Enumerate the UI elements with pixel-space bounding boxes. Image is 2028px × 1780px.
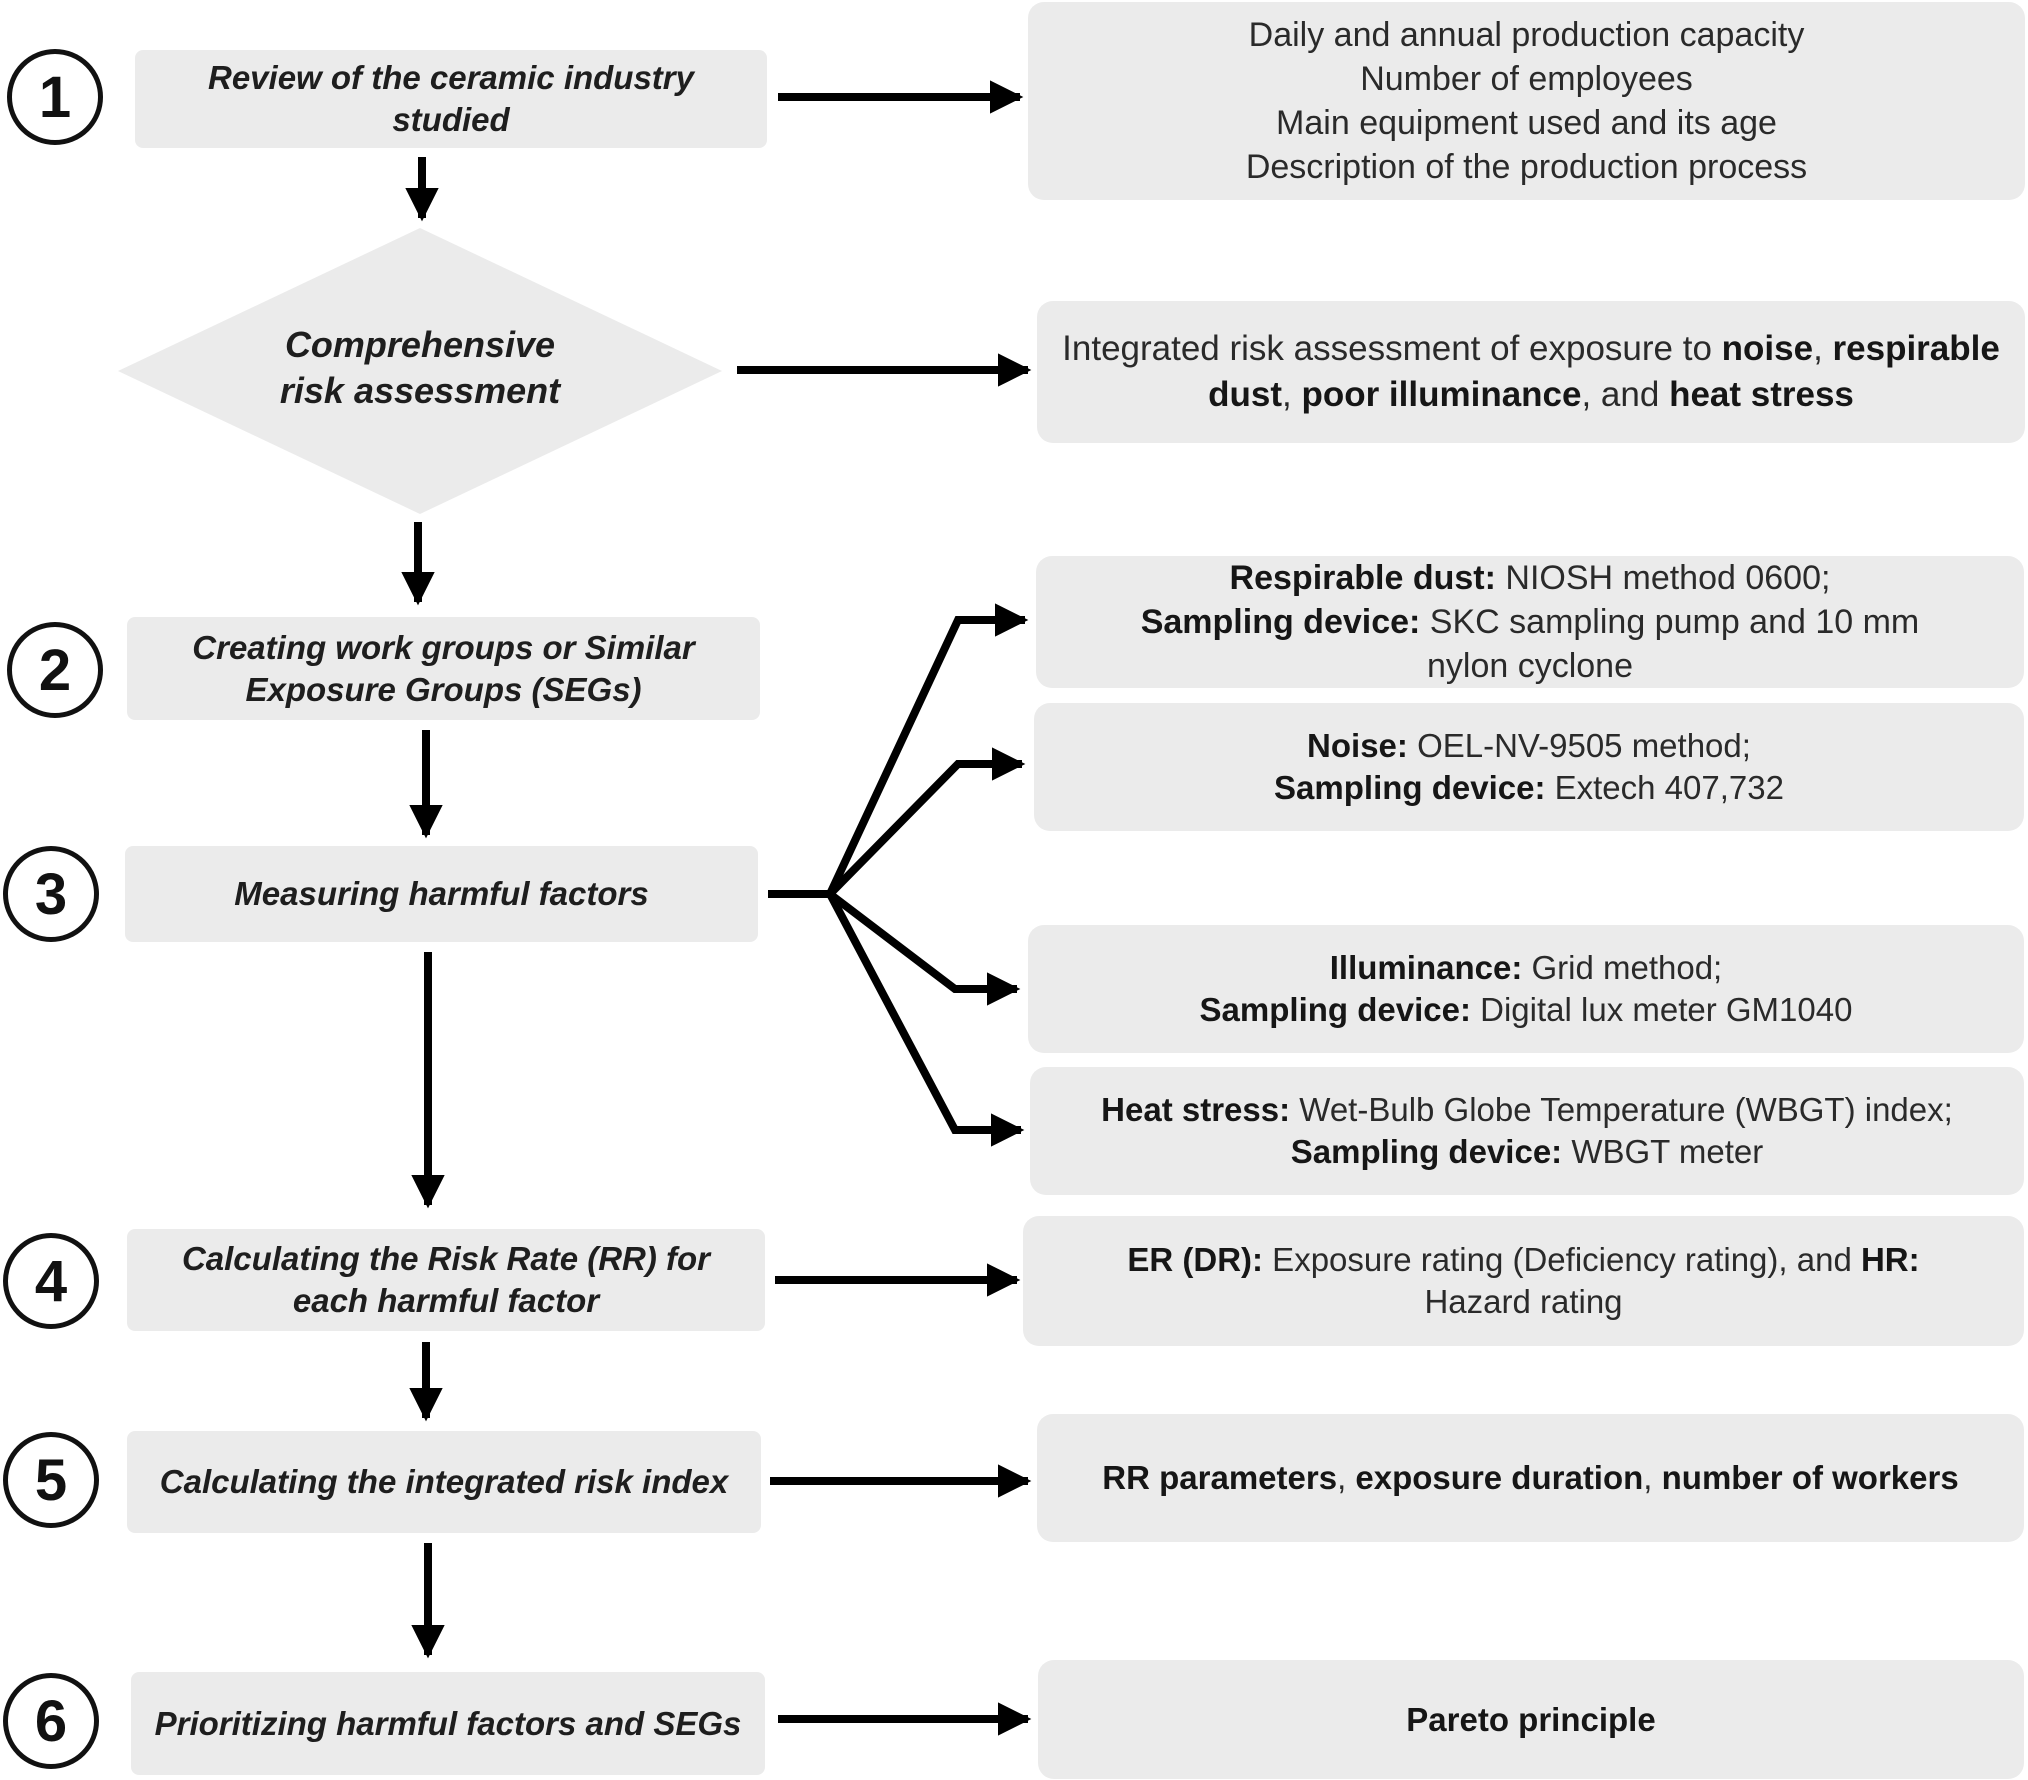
step-3-box: Measuring harmful factors [125,846,758,942]
decision-label-line1: Comprehensive [284,324,556,365]
noise-device-line: Sampling device: Extech 407,732 [1274,767,1784,809]
illuminance-device: Digital lux meter GM1040 [1470,991,1853,1028]
hr-label: HR: [1860,1241,1920,1278]
illuminance-method: Grid method; [1522,949,1723,986]
step-5-label: Calculating the integrated risk index [159,1463,729,1500]
pareto-label: Pareto principle [1406,1700,1656,1738]
noise-label: Noise: [1307,727,1408,764]
step-6-label: Prioritizing harmful factors and SEGs [154,1704,742,1742]
step-4-box: Calculating the Risk Rate (RR) for each … [127,1229,765,1331]
illuminance-device-label: Sampling device: [1199,991,1471,1028]
step-4-label: Calculating the Risk Rate (RR) for each … [181,1240,711,1319]
dust-device: SKC sampling pump and 10 mm [1420,603,1920,641]
hr-text: Hazard rating [1424,1283,1623,1320]
step-6-box: Prioritizing harmful factors and SEGs [131,1672,765,1775]
assessment-illuminance: poor illuminance [1301,375,1582,414]
assessment-details-box: Integrated risk assessment of exposure t… [1037,301,2025,443]
noise-method: OEL-NV-9505 method; [1407,727,1751,764]
illuminance-method-line: Illuminance: Grid method; [1330,947,1722,989]
branch-to-illuminance [827,890,1021,1006]
step-3-number: 3 [3,846,99,942]
heat-device-label: Sampling device: [1290,1133,1563,1170]
step-1-number: 1 [7,49,103,145]
noise-device: Extech 407,732 [1545,769,1784,806]
dust-device-line: Sampling device: SKC sampling pump and 1… [1141,600,1920,644]
step-2-box: Creating work groups or Similar Exposure… [127,617,760,720]
dust-device-cont: nylon cyclone [1426,647,1633,685]
decision-label: Comprehensive risk assessment [218,318,622,418]
heat-label: Heat stress: [1101,1091,1291,1128]
illuminance-details-box: Illuminance: Grid method; Sampling devic… [1028,925,2024,1053]
step-1-box: Review of the ceramic industry studied [135,50,767,148]
assessment-line-1: Integrated risk assessment of exposure t… [1062,326,2000,372]
dust-label: Respirable dust: [1229,559,1496,597]
dust-device-label: Sampling device: [1140,603,1421,641]
index-sep1: , [1337,1459,1356,1496]
index-param-rr: RR parameters [1102,1459,1338,1496]
step-1-label: Review of the ceramic industry studied [208,59,694,138]
index-param-workers: number of workers [1661,1459,1959,1496]
review-detail-line: Main equipment used and its age [1276,104,1777,142]
step-2-number: 2 [7,622,103,718]
step-5-number: 5 [3,1432,99,1528]
heat-method-line: Heat stress: Wet-Bulb Globe Temperature … [1101,1089,1953,1131]
dust-method-line: Respirable dust: NIOSH method 0600; [1230,556,1831,600]
step-5-box: Calculating the integrated risk index [127,1431,761,1533]
step-4-number: 4 [3,1233,99,1329]
heat-device-line: Sampling device: WBGT meter [1291,1131,1764,1173]
decision-diamond [118,228,722,514]
illuminance-device-line: Sampling device: Digital lux meter GM104… [1200,989,1853,1031]
index-details-box: RR parameters, exposure duration, number… [1037,1414,2024,1542]
assessment-prefix: Integrated risk assessment of exposure t… [1062,329,1722,368]
heat-details-box: Heat stress: Wet-Bulb Globe Temperature … [1030,1067,2024,1195]
noise-method-line: Noise: OEL-NV-9505 method; [1307,725,1751,767]
illuminance-label: Illuminance: [1329,949,1523,986]
pareto-box: Pareto principle [1038,1660,2024,1779]
heat-method: Wet-Bulb Globe Temperature (WBGT) index; [1290,1091,1953,1128]
branch-to-heat [826,892,1025,1147]
branch-to-dust [826,603,1029,896]
decision-label-line2: risk assessment [279,370,561,411]
index-param-duration: exposure duration [1355,1459,1644,1496]
branch-to-noise [827,747,1026,897]
er-text: Exposure rating (Deficiency rating), and [1263,1241,1861,1278]
noise-device-label: Sampling device: [1274,769,1546,806]
rating-details-box: ER (DR): Exposure rating (Deficiency rat… [1023,1216,2024,1346]
dust-details-box: Respirable dust: NIOSH method 0600; Samp… [1036,556,2024,688]
assessment-heat: heat stress [1669,375,1854,414]
index-sep2: , [1643,1459,1662,1496]
dust-method: NIOSH method 0600; [1495,559,1831,597]
assessment-sep1: , [1813,329,1833,368]
rating-line-1: ER (DR): Exposure rating (Deficiency rat… [1127,1239,1919,1281]
review-detail-line: Daily and annual production capacity [1248,16,1805,54]
review-detail-line: Description of the production process [1245,148,1808,186]
review-details-box: Daily and annual production capacity Num… [1028,2,2025,200]
heat-device: WBGT meter [1562,1133,1764,1170]
assessment-sep3: , and [1581,375,1670,414]
index-line: RR parameters, exposure duration, number… [1102,1456,1958,1500]
assessment-noise: noise [1721,329,1814,368]
assessment-dust: dust [1208,375,1282,414]
review-detail-line: Number of employees [1360,60,1693,98]
assessment-respirable: respirable [1832,329,2000,368]
assessment-sep2: , [1281,375,1302,414]
er-label: ER (DR): [1127,1241,1264,1278]
step-3-label: Measuring harmful factors [234,875,649,912]
noise-details-box: Noise: OEL-NV-9505 method; Sampling devi… [1034,703,2024,831]
assessment-line-2: dust, poor illuminance, and heat stress [1208,372,1854,418]
step-6-number: 6 [3,1673,99,1769]
step-2-label: Creating work groups or Similar Exposure… [192,628,695,708]
